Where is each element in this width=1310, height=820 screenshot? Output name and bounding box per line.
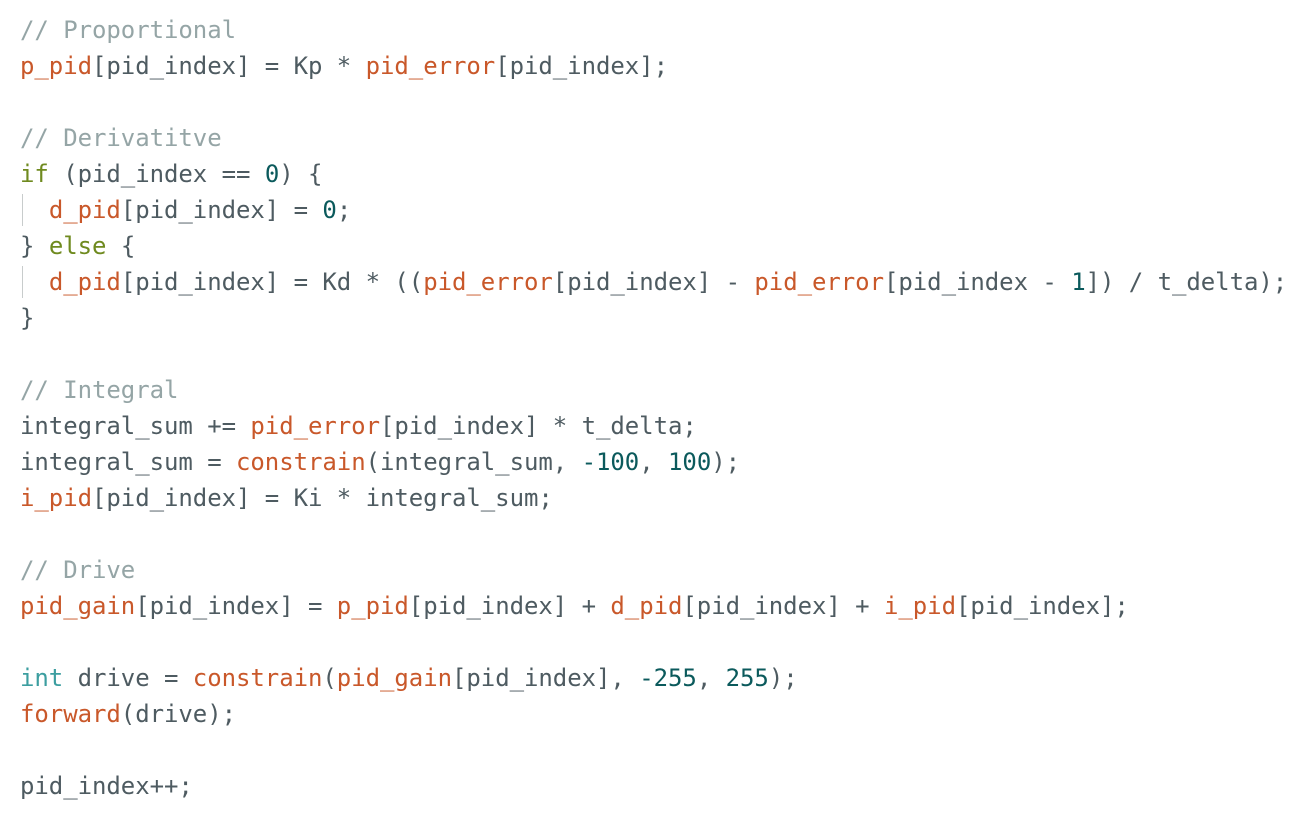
code-text: [pid_index] = [135, 592, 337, 620]
function-name: forward [20, 700, 121, 728]
function-name: pid_error [754, 268, 884, 296]
code-text: ]) / t_delta); [1085, 268, 1288, 296]
code-text: [pid_index] = Ki * integral_sum; [92, 484, 553, 512]
number-literal: -100 [581, 448, 640, 476]
code-text: [pid_index] + [408, 592, 611, 620]
code-text: ); [711, 448, 741, 476]
code-text: [pid_index] + [682, 592, 884, 620]
code-text [20, 196, 49, 224]
code-line[interactable]: } [20, 300, 1287, 336]
keyword: if [20, 160, 49, 188]
number-literal: 0 [322, 196, 337, 224]
code-text: [pid_index]; [955, 592, 1129, 620]
function-name: constrain [236, 448, 366, 476]
code-text: pid_index++; [20, 772, 193, 800]
code-line[interactable]: d_pid[pid_index] = Kd * ((pid_error[pid_… [20, 264, 1287, 300]
code-text: [pid_index] = [120, 196, 323, 224]
code-line[interactable] [20, 732, 1287, 768]
code-line[interactable] [20, 336, 1287, 372]
code-line[interactable]: integral_sum += pid_error[pid_index] * t… [20, 408, 1287, 444]
number-literal: -255 [639, 664, 697, 692]
code-text: integral_sum = [20, 448, 236, 476]
code-text: [pid_index] = Kp * [92, 52, 366, 80]
code-text: ( [322, 664, 337, 692]
code-text: [pid_index - [883, 268, 1072, 296]
code-text: [pid_index]; [495, 52, 668, 80]
code-line[interactable]: // Derivatitve [20, 120, 1287, 156]
code-line[interactable]: integral_sum = constrain(integral_sum, -… [20, 444, 1287, 480]
code-line[interactable]: p_pid[pid_index] = Kp * pid_error[pid_in… [20, 48, 1287, 84]
code-line[interactable]: // Integral [20, 372, 1287, 408]
code-text: , [639, 448, 669, 476]
number-literal: 255 [725, 664, 769, 692]
number-literal: 100 [668, 448, 712, 476]
code-line[interactable] [20, 84, 1287, 120]
code-comment: // Integral [20, 376, 179, 404]
number-literal: 1 [1071, 268, 1086, 296]
code-text: ); [768, 664, 798, 692]
code-text: drive = [63, 664, 193, 692]
code-text: [pid_index] - [552, 268, 755, 296]
code-text: ; [336, 196, 352, 224]
number-literal: 0 [264, 160, 280, 188]
code-line[interactable] [20, 624, 1287, 660]
code-line[interactable]: d_pid[pid_index] = 0; [20, 192, 1287, 228]
function-name: d_pid [48, 268, 121, 296]
code-line[interactable]: pid_index++; [20, 768, 1287, 804]
code-line[interactable]: // Proportional [20, 12, 1287, 48]
function-name: pid_error [423, 268, 553, 296]
indent-guide [22, 266, 23, 298]
code-line[interactable] [20, 516, 1287, 552]
function-name: pid_error [365, 52, 496, 80]
code-text: integral_sum += [20, 412, 251, 440]
code-text: , [696, 664, 726, 692]
code-line[interactable]: if (pid_index == 0) { [20, 156, 1287, 192]
code-text: { [106, 232, 136, 260]
code-comment: // Proportional [20, 16, 236, 44]
code-comment: // Drive [20, 556, 136, 584]
code-text: } [20, 304, 35, 332]
code-text: [pid_index] = Kd * (( [120, 268, 424, 296]
code-line[interactable]: } else { [20, 228, 1287, 264]
function-name: d_pid [48, 196, 121, 224]
function-name: i_pid [883, 592, 956, 620]
type-keyword: int [20, 664, 64, 692]
code-line[interactable]: // Drive [20, 552, 1287, 588]
indent-guide [22, 194, 23, 226]
code-text: (pid_index == [48, 160, 265, 188]
code-text: [pid_index], [452, 664, 640, 692]
code-comment: // Derivatitve [20, 124, 222, 152]
function-name: pid_gain [336, 664, 452, 692]
code-text: (drive); [120, 700, 236, 728]
function-name: p_pid [20, 52, 92, 80]
function-name: constrain [192, 664, 323, 692]
function-name: p_pid [336, 592, 409, 620]
function-name: d_pid [610, 592, 683, 620]
code-line[interactable]: forward(drive); [20, 696, 1287, 732]
code-text: (integral_sum, [365, 448, 582, 476]
function-name: pid_gain [20, 592, 136, 620]
function-name: pid_error [250, 412, 380, 440]
code-text: } [20, 232, 49, 260]
keyword: else [48, 232, 107, 260]
code-line[interactable]: i_pid[pid_index] = Ki * integral_sum; [20, 480, 1287, 516]
function-name: i_pid [20, 484, 92, 512]
code-text: ) { [279, 160, 323, 188]
code-text: [pid_index] * t_delta; [379, 412, 697, 440]
code-line[interactable]: pid_gain[pid_index] = p_pid[pid_index] +… [20, 588, 1287, 624]
code-text [20, 268, 49, 296]
code-line[interactable]: int drive = constrain(pid_gain[pid_index… [20, 660, 1287, 696]
